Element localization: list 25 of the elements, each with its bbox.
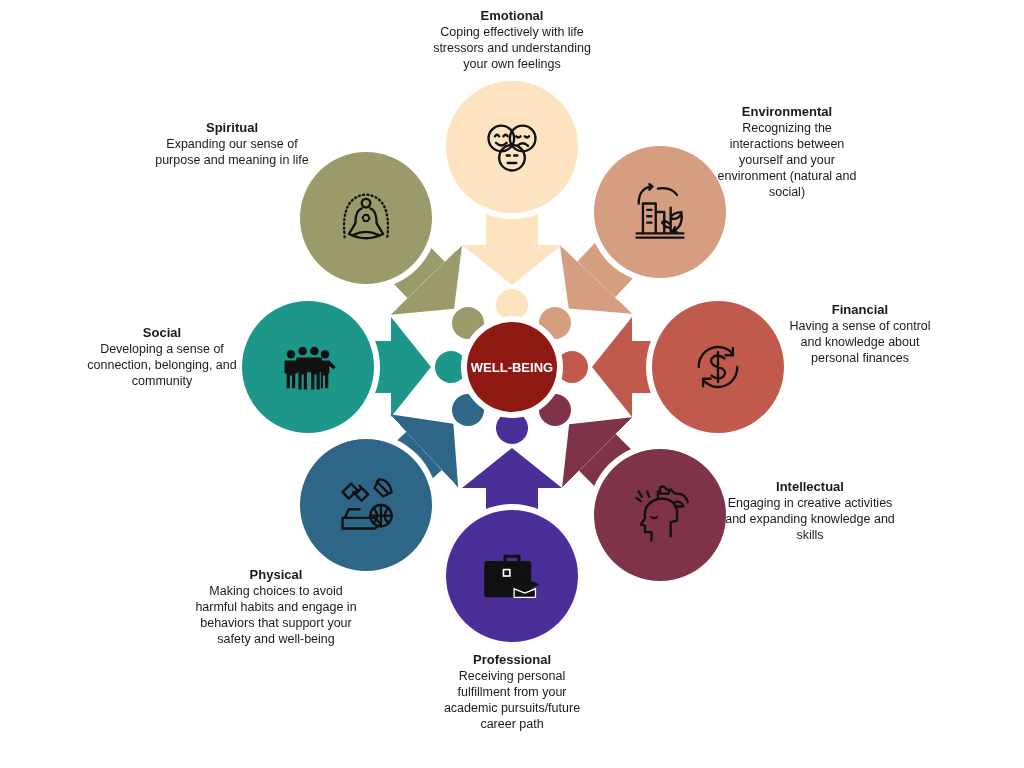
dimension-title: Spiritual [205,120,259,136]
dimension-title: Intellectual [775,479,845,495]
dimension-description: Making choices to avoid harmful habits and engage in behaviors that support your safety and well-being [194,583,358,647]
dimension-description: Developing a sense of connection, belonging, and community [86,341,238,389]
pointer-arrow [559,242,634,314]
pointer-arrow [374,317,431,417]
pointer-arrow [562,417,633,488]
pointer-arrow [390,414,459,488]
pointer-arrow [462,213,562,285]
dimension-title: Social [141,325,183,341]
dimension-title: Professional [472,652,552,668]
dimension-description: Receiving personal fulfillment from your academic pursuits/future career path [442,668,582,732]
center-label: WELL-BEING [469,359,555,375]
dimension-title: Emotional [479,8,545,24]
dimension-description: Engaging in creative activities and expanding knowledge and skills [725,495,895,543]
pointer-arrow [462,448,562,510]
dimension-title: Environmental [740,104,834,120]
pointer-arrow [390,245,463,315]
dimension-description: Expanding our sense of purpose and meaning in life [154,136,310,168]
dimension-title: Financial [830,302,890,318]
dimension-description: Having a sense of control and knowledge about personal finances [788,318,932,366]
dimension-description: Coping effectively with life stressors and understanding your own feelings [432,24,592,72]
dimension-description: Recognizing the interactions between yourself and your environment (natural and social) [716,120,858,200]
pointer-arrow [592,317,652,417]
dimension-title: Physical [248,567,304,583]
